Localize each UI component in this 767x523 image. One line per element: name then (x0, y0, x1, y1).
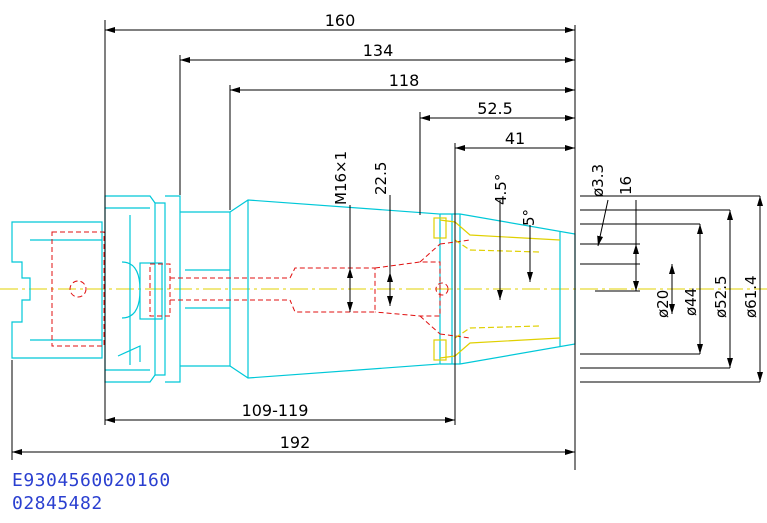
dimension-4-5-deg: 4.5° (492, 174, 510, 300)
dimension-109-119: 109-119 (105, 401, 455, 423)
dimension-134: 134 (180, 41, 575, 63)
dim-label-dia-44: ø44 (682, 288, 700, 316)
dim-label-dia-52-5: ø52.5 (712, 275, 730, 318)
dimension-m16: M16×1 (332, 151, 353, 312)
collet (433, 217, 561, 361)
part-number: E9304560020160 (12, 470, 171, 491)
dim-label-m16: M16×1 (332, 151, 350, 205)
dim-label-dia-61-4: ø61.4 (742, 275, 760, 318)
dim-label-16: 16 (617, 176, 635, 195)
dim-label-52-5: 52.5 (477, 99, 513, 118)
dimension-dia-44: ø44 (682, 224, 703, 354)
dim-label-4-5-deg: 4.5° (492, 174, 510, 205)
dimension-dia-52-5: ø52.5 (712, 210, 733, 368)
dimension-dia-20: ø20 (654, 264, 675, 318)
dim-label-160: 160 (325, 11, 356, 30)
dim-label-22-5: 22.5 (372, 162, 390, 195)
dim-label-5-deg: 5° (520, 209, 538, 226)
dim-label-dia-20: ø20 (654, 290, 672, 318)
dimension-118: 118 (230, 71, 575, 93)
dim-label-118: 118 (389, 71, 420, 90)
dim-label-109-119: 109-119 (242, 401, 309, 420)
dimension-52-5: 52.5 (420, 99, 575, 121)
dimension-160: 160 (105, 11, 575, 33)
hidden-lines (51, 231, 471, 347)
dim-label-dia-3-3: ø3.3 (589, 164, 607, 197)
dimension-5-deg: 5° (520, 209, 538, 282)
extension-lines (11, 20, 760, 470)
dim-label-41: 41 (505, 129, 525, 148)
dimension-192: 192 (12, 433, 575, 455)
dimension-41: 41 (455, 129, 575, 151)
dimension-16: 16 (617, 176, 639, 291)
order-number: 02845482 (12, 493, 103, 514)
dim-label-192: 192 (280, 433, 311, 452)
dim-label-134: 134 (363, 41, 394, 60)
dimension-22-5: 22.5 (372, 162, 393, 306)
dimension-dia-61-4: ø61.4 (742, 196, 763, 382)
dimension-dia-3-3: ø3.3 (589, 164, 609, 247)
